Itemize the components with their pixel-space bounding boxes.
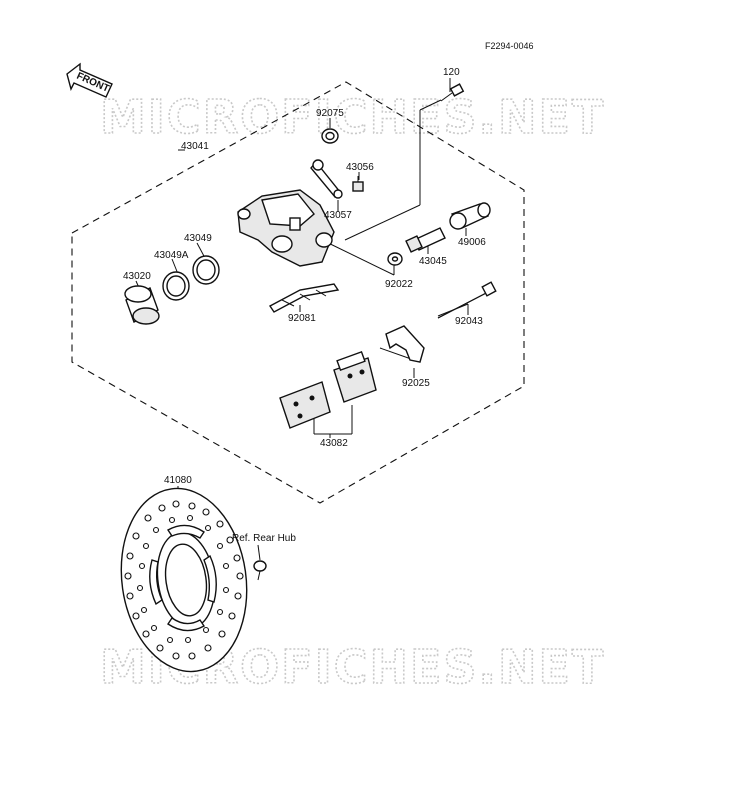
label-49006: 49006	[458, 237, 486, 248]
drawing-code: F2294-0046	[485, 41, 534, 51]
seal-43049	[192, 255, 220, 285]
bolt-120	[440, 83, 465, 102]
front-arrow-icon: FRONT	[66, 62, 113, 98]
label-92025: 92025	[402, 378, 430, 389]
label-92081: 92081	[288, 313, 316, 324]
label-92022: 92022	[385, 279, 413, 290]
bolt-43045	[405, 227, 446, 253]
pad-spring-92025	[385, 325, 425, 363]
hub-bolt	[253, 560, 267, 581]
spring-92081	[268, 283, 340, 313]
pads-43082	[279, 350, 377, 429]
label-120: 120	[443, 67, 460, 78]
caliper-body	[237, 189, 335, 267]
label-43045: 43045	[419, 256, 447, 267]
boot-49006	[449, 202, 491, 230]
label-92043: 92043	[455, 316, 483, 327]
seal-43049A	[162, 271, 190, 301]
label-41080: 41080	[164, 475, 192, 486]
label-ref-rear-hub: Ref. Rear Hub	[232, 533, 296, 544]
arm-43057	[310, 159, 343, 199]
pin-92043	[437, 281, 497, 319]
pin-43056	[352, 176, 364, 192]
label-43049A: 43049A	[154, 250, 189, 261]
label-92075: 92075	[316, 108, 344, 119]
label-43057: 43057	[324, 210, 352, 221]
watermark-top: MICROFICHES.NET	[100, 90, 605, 144]
washer-92022	[387, 252, 403, 266]
caliper-assembly-boundary	[71, 81, 525, 504]
brake-disc-41080	[120, 487, 248, 673]
label-43056: 43056	[346, 162, 374, 173]
label-43049: 43049	[184, 233, 212, 244]
label-43041: 43041	[181, 141, 209, 152]
label-43082: 43082	[320, 438, 348, 449]
seal-92075	[321, 128, 339, 144]
label-43020: 43020	[123, 271, 151, 282]
piston-43020	[124, 285, 160, 325]
